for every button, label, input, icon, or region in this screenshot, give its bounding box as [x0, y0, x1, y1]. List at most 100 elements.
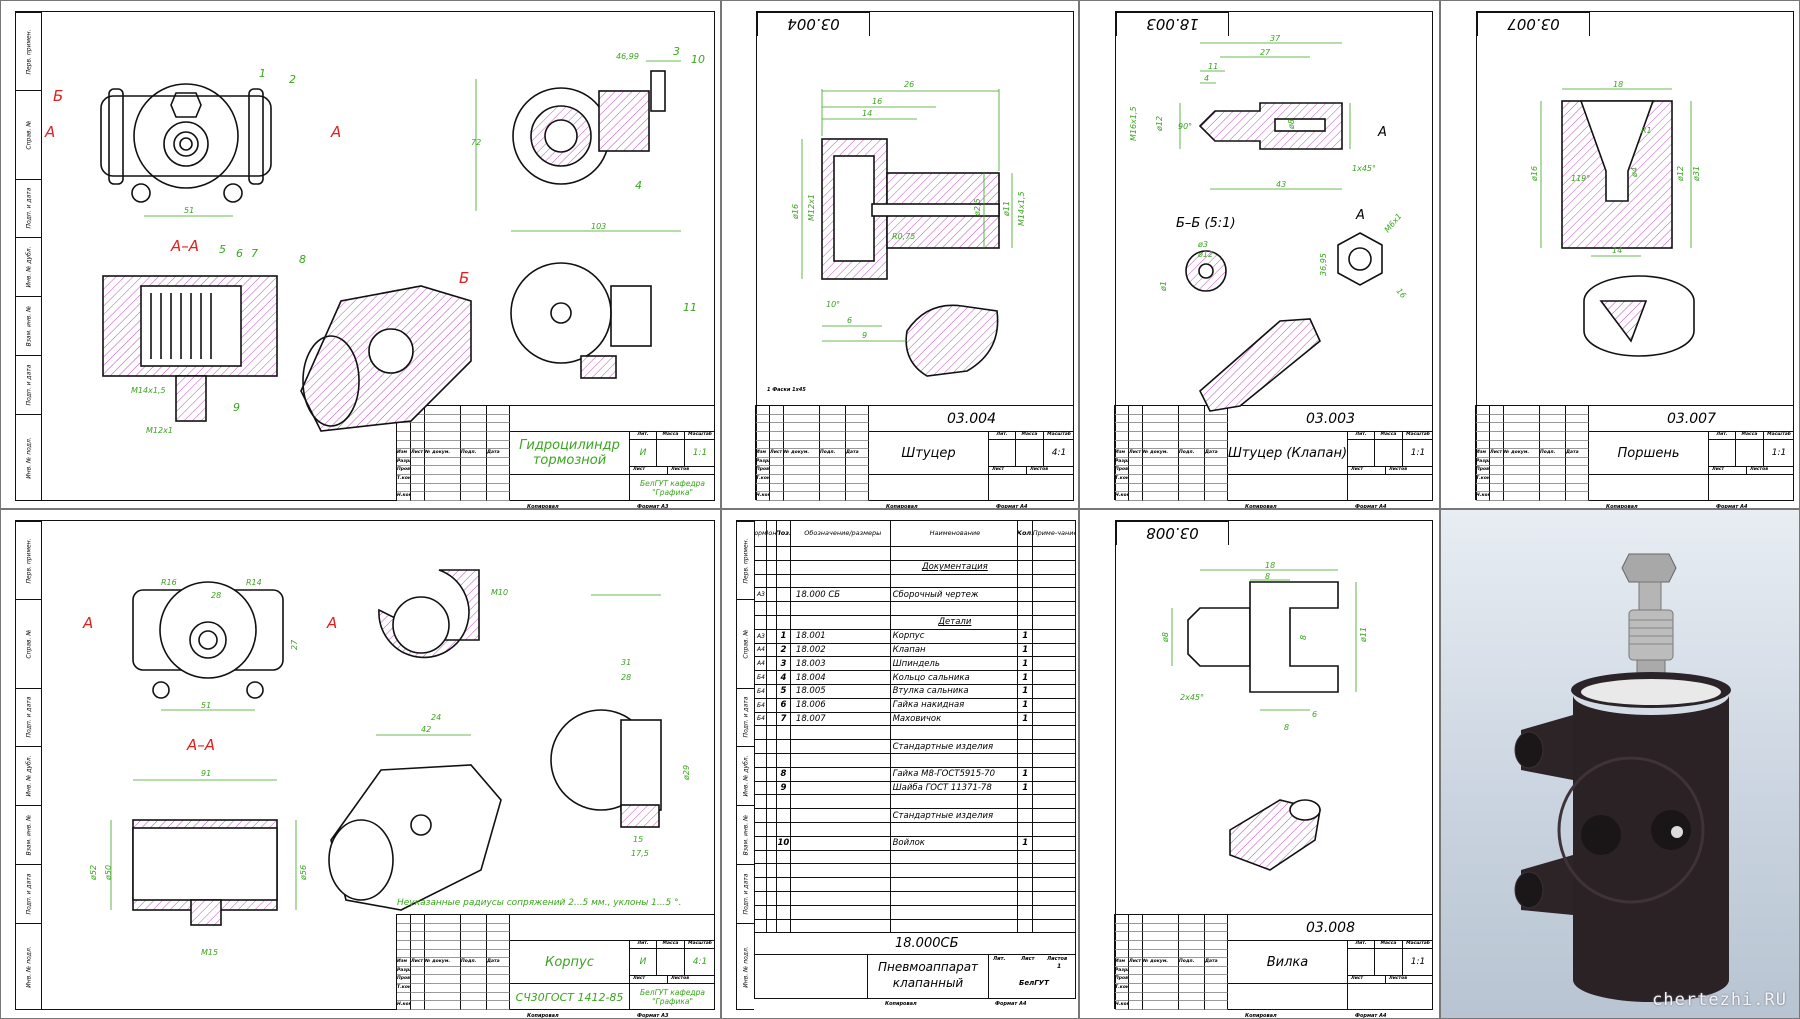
spec-cell — [1033, 726, 1077, 740]
title-block-cell — [1504, 475, 1540, 484]
spec-cell — [777, 753, 791, 767]
title-block-cell — [756, 423, 770, 432]
title-block-cell — [1205, 984, 1228, 993]
dimension: R0,75 — [892, 232, 915, 241]
copied-label: Копировал — [1245, 1013, 1277, 1019]
drawing-code: 03.008 — [1228, 915, 1433, 941]
title-block-cell — [411, 992, 425, 1002]
title-block-cell — [1566, 483, 1589, 493]
litera-label: Лит. — [630, 432, 657, 440]
spec-cell — [891, 547, 1019, 560]
title-block-cell: Т.контр. — [1115, 984, 1129, 993]
spec-cell — [1033, 740, 1077, 753]
view-label: Б — [459, 269, 469, 287]
drawing-code: 03.003 — [1228, 406, 1433, 432]
title-block-cell — [1205, 414, 1228, 424]
spec-cell: Стандартные изделия — [891, 740, 1019, 753]
spec-cell — [791, 795, 891, 809]
spec-cell — [791, 781, 891, 795]
title-block-cell — [461, 457, 487, 467]
spec-row — [755, 753, 1077, 768]
title-block-cell — [1476, 414, 1490, 424]
spec-cell — [755, 574, 767, 588]
title-block-cell — [784, 492, 820, 501]
title-block-cell — [461, 949, 487, 959]
spec-cell: Втулка сальника — [891, 684, 1019, 698]
title-block-cell — [461, 440, 487, 450]
drawing-note: 1 Фаски 1х45 — [767, 387, 806, 393]
dimension: M14x1,5 — [131, 386, 166, 395]
dimension: M15 — [201, 948, 218, 957]
spec-cell: 1 — [1018, 684, 1034, 698]
title-block-cell — [425, 457, 461, 467]
title-block-cell — [1143, 984, 1179, 993]
spec-cell — [755, 781, 767, 795]
organization: БелГУТ — [1019, 979, 1049, 988]
title-block-cell: Т.контр. — [1115, 475, 1129, 484]
spec-cell: 18.002 — [791, 643, 891, 657]
title-block-cell — [461, 423, 487, 432]
title-block-cell — [1115, 992, 1129, 1002]
title-block-cell: Подп. — [820, 449, 846, 458]
spec-cell: Б4 — [755, 684, 767, 698]
title-block-cell — [487, 414, 510, 424]
dimension: 14 — [862, 109, 872, 118]
title-block-cell — [411, 949, 425, 959]
title-block-cell — [1179, 992, 1205, 1002]
title-block-cell — [1566, 423, 1589, 432]
dimension: ø12 — [1155, 116, 1164, 132]
dimension: 31 — [621, 658, 631, 667]
scale-value: 1:1 — [1771, 448, 1787, 458]
title-block-cell — [411, 915, 425, 924]
spec-cell — [1033, 560, 1077, 574]
section-arrow-label: А — [82, 614, 93, 632]
title-block-cell — [487, 475, 510, 484]
title-block-cell: Пров. — [397, 466, 411, 476]
spec-cell — [777, 615, 791, 629]
specification-table: ФорматЗонаПоз.Обозначение/размерыНаимено… — [754, 520, 1077, 1007]
spec-cell — [891, 753, 1019, 767]
spec-cell — [777, 547, 791, 560]
title-block-cell — [411, 932, 425, 941]
spec-header-cell: Наименование — [891, 521, 1019, 546]
spec-cell: 1 — [1018, 767, 1034, 781]
scale-value: 4:1 — [1051, 448, 1067, 458]
spec-cell — [755, 822, 767, 836]
side-label: Справ. № — [742, 629, 749, 659]
title-block-cell: Т.контр. — [397, 984, 411, 993]
dimension: 42 — [421, 725, 431, 734]
spec-cell — [767, 671, 777, 684]
title-block-cell — [1566, 457, 1589, 467]
spec-cell: А3 — [755, 629, 767, 643]
title-block-cell — [1179, 984, 1205, 993]
title-block-cell: Изм — [397, 958, 411, 967]
title-block-cell — [1143, 440, 1179, 450]
title-block-cell — [425, 915, 461, 924]
title-block-cell — [1566, 492, 1589, 501]
copied-label: Копировал — [1245, 504, 1277, 509]
sheets-label: Листов — [1027, 466, 1074, 475]
title-block-cell — [487, 483, 510, 493]
title-block-cell — [1143, 975, 1179, 985]
dimension: 36,95 — [1319, 253, 1328, 276]
spec-cell — [1033, 919, 1077, 933]
spec-cell — [1033, 850, 1077, 864]
dimension: M10 — [491, 588, 508, 597]
dimension: 9 — [862, 331, 867, 340]
spec-cell: Шпиндель — [891, 657, 1019, 671]
side-cell: Справ. № — [16, 599, 41, 687]
spec-header-cell: Кол. — [1018, 521, 1034, 546]
spec-cell — [1018, 864, 1034, 878]
side-cell: Инв. № подл. — [16, 413, 41, 502]
title-block-cell — [1476, 440, 1490, 450]
section-arrow-label: А — [330, 123, 341, 141]
drawing-piston: 18 ø16 119° ø4 ø12 ø31 14 R1 — [1530, 80, 1701, 357]
title-block-cell: Подп. — [1540, 449, 1566, 458]
spec-cell — [777, 588, 791, 602]
spec-header-cell: Зона — [767, 521, 777, 546]
title-block-cell — [1143, 940, 1179, 950]
